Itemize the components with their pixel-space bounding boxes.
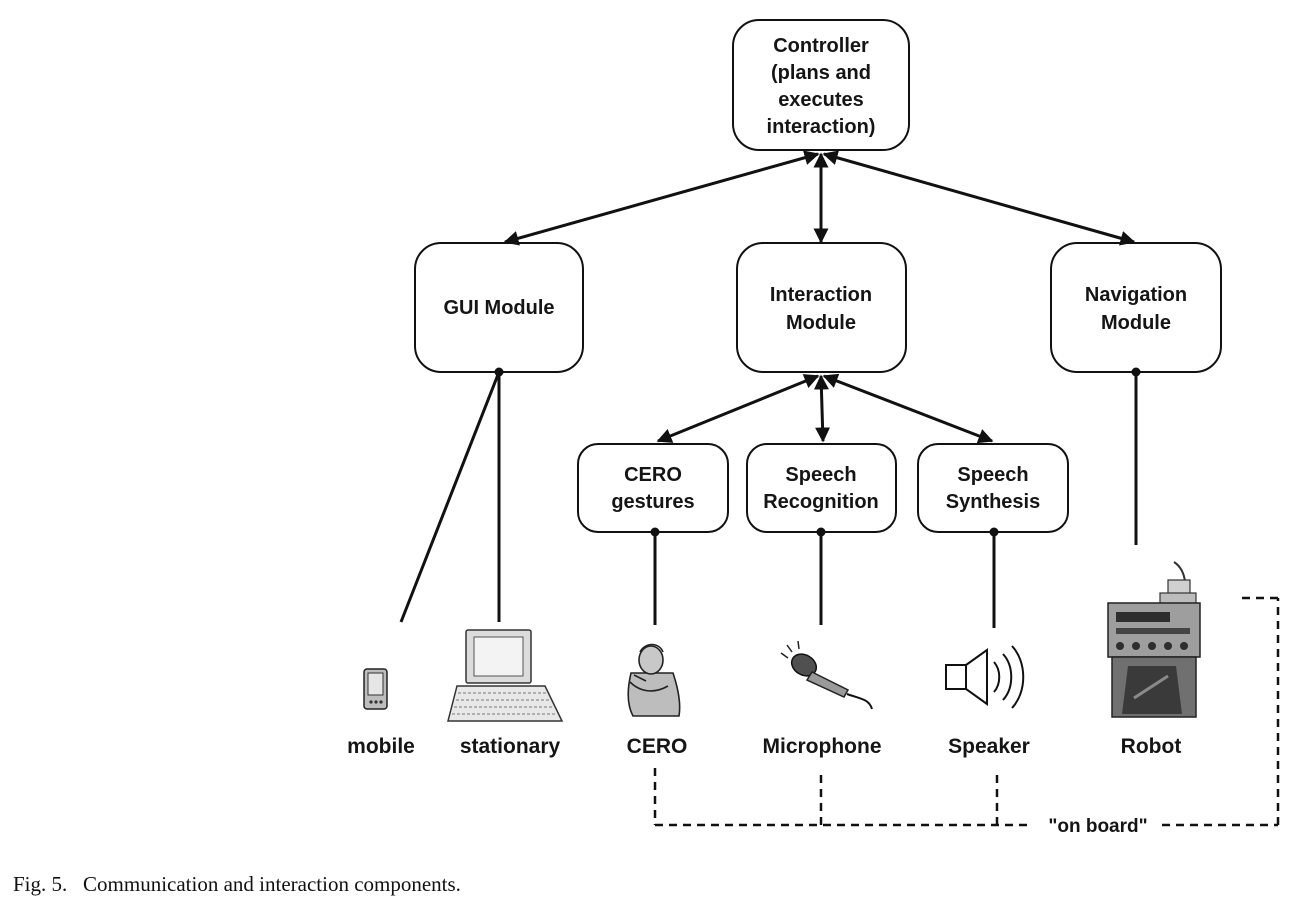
recognition-device-connector bbox=[816, 527, 826, 625]
speech-synthesis-label-line1: Speech bbox=[957, 464, 1028, 486]
cero-gestures-label-line1: CERO bbox=[624, 464, 682, 486]
synthesis-device-connector bbox=[989, 527, 999, 628]
speech-recognition-label-line2: Recognition bbox=[763, 491, 879, 513]
navigation-device-connector bbox=[1131, 367, 1141, 545]
speech-synthesis-node: Speech Synthesis bbox=[917, 443, 1069, 533]
navigation-module-label-line2: Module bbox=[1101, 312, 1171, 334]
mobile-device-icon bbox=[363, 668, 388, 710]
edge-interaction-synthesis bbox=[822, 373, 994, 444]
controller-label-line2: (plans and bbox=[771, 62, 871, 84]
device-label-speaker: Speaker bbox=[948, 735, 1030, 758]
person-gesture-icon bbox=[627, 643, 681, 717]
controller-label-line3: executes bbox=[778, 89, 864, 111]
gestures-device-connector bbox=[650, 527, 660, 625]
edge-interaction-recognition bbox=[813, 374, 831, 443]
gui-module-node: GUI Module bbox=[414, 242, 584, 373]
speaker-icon bbox=[945, 645, 1025, 709]
onboard-label: "on board" bbox=[1048, 816, 1147, 837]
device-label-microphone: Microphone bbox=[763, 735, 882, 758]
desktop-computer-icon bbox=[447, 629, 564, 722]
gui-module-label: GUI Module bbox=[443, 297, 554, 319]
microphone-icon bbox=[780, 640, 873, 710]
navigation-module-node: Navigation Module bbox=[1050, 242, 1222, 373]
gui-device-connectors bbox=[399, 367, 504, 623]
controller-node: Controller (plans and executes interacti… bbox=[732, 19, 910, 151]
speech-synthesis-label-line2: Synthesis bbox=[946, 491, 1040, 513]
interaction-module-label-line1: Interaction bbox=[770, 284, 872, 306]
device-label-cero: CERO bbox=[627, 735, 688, 758]
speech-recognition-node: Speech Recognition bbox=[746, 443, 897, 533]
cero-gestures-node: CERO gestures bbox=[577, 443, 729, 533]
interaction-module-label-line2: Module bbox=[786, 312, 856, 334]
speech-recognition-label-line1: Speech bbox=[785, 464, 856, 486]
robot-icon bbox=[1107, 561, 1201, 718]
edge-interaction-gestures bbox=[656, 374, 820, 443]
device-label-mobile: mobile bbox=[347, 735, 415, 758]
figure-caption: Fig. 5. Communication and interaction co… bbox=[13, 872, 461, 896]
cero-gestures-label-line2: gestures bbox=[611, 491, 694, 513]
interaction-module-node: Interaction Module bbox=[736, 242, 907, 373]
edge-controller-navigation bbox=[822, 150, 1136, 246]
navigation-module-label-line1: Navigation bbox=[1085, 284, 1187, 306]
device-label-robot: Robot bbox=[1121, 735, 1182, 758]
onboard-dashed-connector bbox=[653, 596, 1280, 827]
device-label-stationary: stationary bbox=[460, 735, 561, 758]
controller-label-line4: interaction) bbox=[767, 116, 876, 138]
controller-label-line1: Controller bbox=[773, 35, 869, 57]
edge-controller-gui bbox=[503, 150, 820, 246]
